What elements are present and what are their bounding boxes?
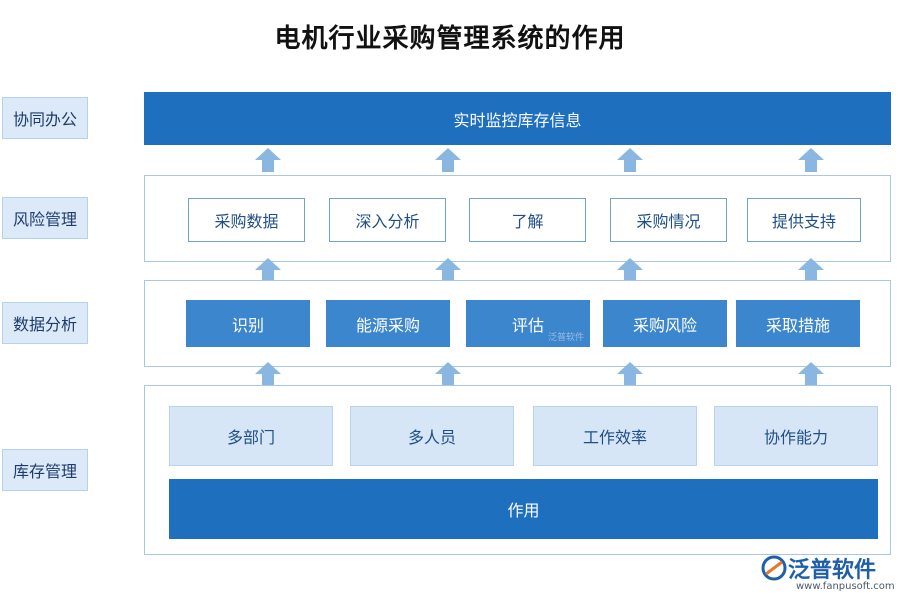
up-arrow-icon: [617, 258, 643, 282]
box-multi-department: 多部门: [169, 406, 333, 466]
up-arrow-icon: [798, 258, 824, 282]
side-label-inventory: 库存管理: [2, 449, 88, 491]
box-deep-analysis: 深入分析: [329, 198, 446, 242]
up-arrow-icon: [617, 362, 643, 386]
box-multi-personnel: 多人员: [350, 406, 514, 466]
up-arrow-icon: [798, 362, 824, 386]
logo-name: 泛普软件: [788, 558, 877, 583]
side-label-risk: 风险管理: [2, 197, 88, 239]
box-purchase-status: 采购情况: [610, 198, 727, 242]
box-provide-support: 提供支持: [747, 198, 861, 242]
up-arrow-icon: [617, 148, 643, 172]
box-energy-purchase: 能源采购: [326, 300, 450, 347]
box-purchase-data: 采购数据: [188, 198, 305, 242]
page-title: 电机行业采购管理系统的作用: [274, 24, 626, 54]
logo-mark-icon: [761, 555, 787, 581]
top-bar-monitor: 实时监控库存信息: [144, 92, 891, 145]
up-arrow-icon: [435, 258, 461, 282]
up-arrow-icon: [435, 148, 461, 172]
up-arrow-icon: [255, 362, 281, 386]
box-identify: 识别: [186, 300, 310, 347]
up-arrow-icon: [255, 258, 281, 282]
up-arrow-icon: [798, 148, 824, 172]
up-arrow-icon: [255, 148, 281, 172]
box-understand: 了解: [469, 198, 586, 242]
box-take-measures: 采取措施: [736, 300, 860, 347]
side-label-data: 数据分析: [2, 302, 88, 344]
bottom-bar-effect: 作用: [169, 479, 878, 539]
box-purchase-risk: 采购风险: [603, 300, 727, 347]
box-work-efficiency: 工作效率: [533, 406, 697, 466]
box-evaluate: 评估: [466, 300, 590, 347]
brand-logo: 泛普软件 www.fanpusoft.com: [760, 550, 895, 596]
watermark: 泛普软件: [548, 333, 585, 343]
logo-url: www.fanpusoft.com: [796, 581, 895, 592]
side-label-collab: 协同办公: [2, 97, 88, 139]
box-collaboration-ability: 协作能力: [714, 406, 878, 466]
up-arrow-icon: [435, 362, 461, 386]
